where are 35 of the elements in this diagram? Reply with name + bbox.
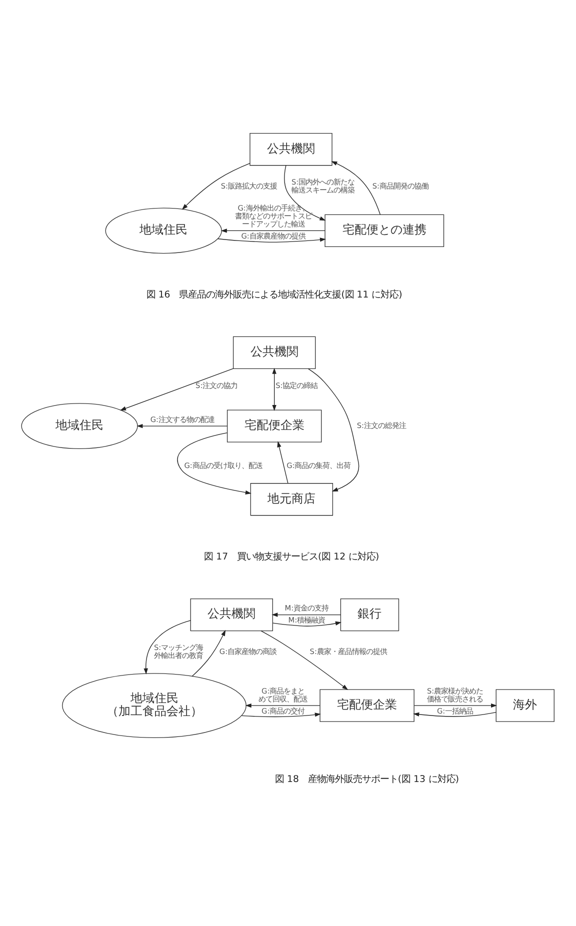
node-ellipse: 地域住民 (21, 402, 138, 448)
arrow (414, 702, 498, 708)
label: 図 18 産物海外販売サポート(図 13 に対応) (275, 773, 460, 784)
arrow (182, 162, 250, 210)
node-ellipse: 地域住民 (105, 207, 222, 254)
arrow (218, 237, 326, 242)
node-box: 公共機関 (250, 132, 332, 166)
node-box: 宅配便との連携 (324, 214, 444, 247)
node-box: 宅配便企業 (320, 688, 414, 722)
arrow (241, 712, 321, 717)
arrow (245, 702, 320, 708)
arrow (331, 160, 381, 214)
node-ellipse: 地域住民（加工食品会社） (62, 672, 246, 738)
node-box: 公共機関 (190, 598, 273, 631)
arrow (413, 711, 496, 716)
arrow (272, 367, 276, 410)
node-box: 宅配便企業 (226, 409, 322, 442)
arrow (277, 440, 288, 484)
arrow (177, 432, 252, 494)
arrow (220, 228, 326, 232)
arrow (144, 620, 191, 674)
node-box: 地元商店 (250, 482, 334, 516)
arrow (260, 630, 348, 690)
arrow (272, 612, 341, 616)
label: 図 16 県産品の海外販売による地域活性化支援(図 11 に対応) (146, 288, 402, 300)
node-box: 公共機関 (232, 336, 316, 369)
arrow (284, 164, 326, 220)
arrow (308, 368, 360, 491)
arrow (272, 620, 342, 626)
label: 図 17 買い物支援サービス(図 12 に対応) (204, 551, 380, 562)
arrow (120, 368, 234, 410)
node-box: 銀行 (340, 598, 400, 631)
arrow (136, 423, 228, 428)
arrow (192, 629, 226, 676)
node-box: 海外 (496, 688, 554, 722)
